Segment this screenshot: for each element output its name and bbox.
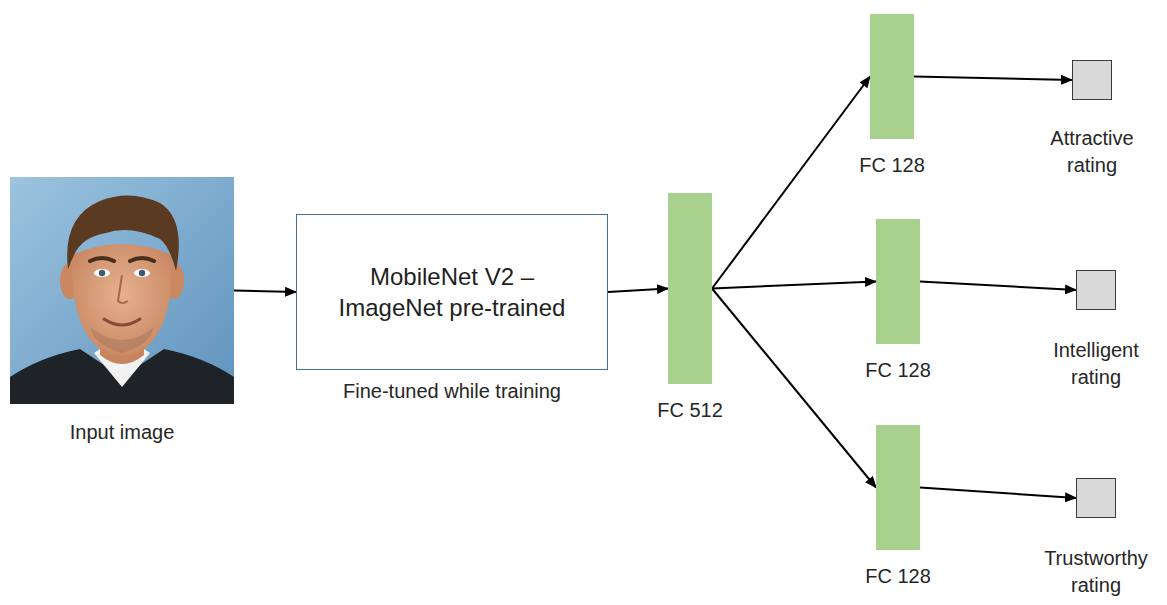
arrow-connector [920,488,1076,499]
arrow-connector [608,289,668,293]
node-caption: FC 128 [865,564,931,589]
node-caption: FC 128 [865,358,931,383]
arrow-connector [712,77,870,289]
arrow-connector [712,282,876,289]
arrow-connector [234,291,296,293]
face-photo [10,177,234,404]
output-node: Attractive rating [1072,60,1112,100]
node-caption: FC 128 [859,153,925,178]
node-caption: Input image [70,420,175,445]
dense-layer: FC 128 [870,14,914,139]
dense-layer: FC 128 [876,425,920,550]
backbone-box: MobileNet V2 – ImageNet pre-trainedFine-… [296,214,608,370]
node-caption: Fine-tuned while training [343,379,561,404]
node-caption: FC 512 [657,398,723,423]
arrow-connector [712,289,876,488]
output-node: Intelligent rating [1076,270,1116,310]
output-label: Trustworthy rating [1034,545,1158,599]
dense-layer: FC 128 [876,219,920,344]
dense-layer: FC 512 [668,193,712,384]
output-label: Intelligent rating [1034,337,1158,391]
output-node: Trustworthy rating [1076,478,1116,518]
arrow-connector [920,282,1076,291]
output-label: Attractive rating [1030,125,1154,179]
arrow-connector [914,77,1072,81]
box-title: MobileNet V2 – ImageNet pre-trained [315,261,589,323]
input-image: Input image [10,177,234,404]
